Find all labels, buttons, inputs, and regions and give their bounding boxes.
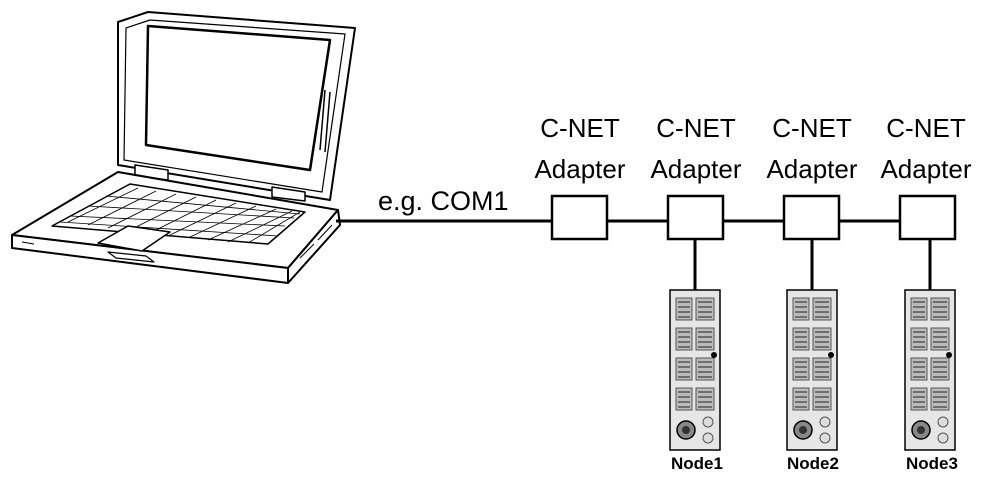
adapter-label-1-line2: Adapter xyxy=(534,154,626,184)
adapter-box-4 xyxy=(898,194,957,241)
node-device-icon-3 xyxy=(904,289,956,451)
adapter-label-3-line1: C-NET xyxy=(772,113,852,143)
adapter-label-3-line2: Adapter xyxy=(766,154,858,184)
connection-label: e.g. COM1 xyxy=(378,186,509,216)
node-label-3: Node3 xyxy=(906,454,958,473)
adapter-label-4-line1: C-NET xyxy=(886,113,966,143)
node-label-1: Node1 xyxy=(671,454,723,473)
node-drop-lines xyxy=(693,239,932,290)
adapter-label-2-line1: C-NET xyxy=(656,113,736,143)
laptop-icon xyxy=(11,11,356,284)
adapter-label-2-line2: Adapter xyxy=(650,154,742,184)
adapter-label-4-line2: Adapter xyxy=(880,154,972,184)
node-device-icon-1 xyxy=(669,289,721,451)
node-label-2: Node2 xyxy=(787,454,839,473)
node-device-icon-2 xyxy=(786,289,838,451)
adapter-label-1-line1: C-NET xyxy=(540,113,620,143)
adapter-box-2 xyxy=(666,194,725,241)
adapter-box-1 xyxy=(550,194,609,241)
adapter-box-3 xyxy=(782,194,841,241)
